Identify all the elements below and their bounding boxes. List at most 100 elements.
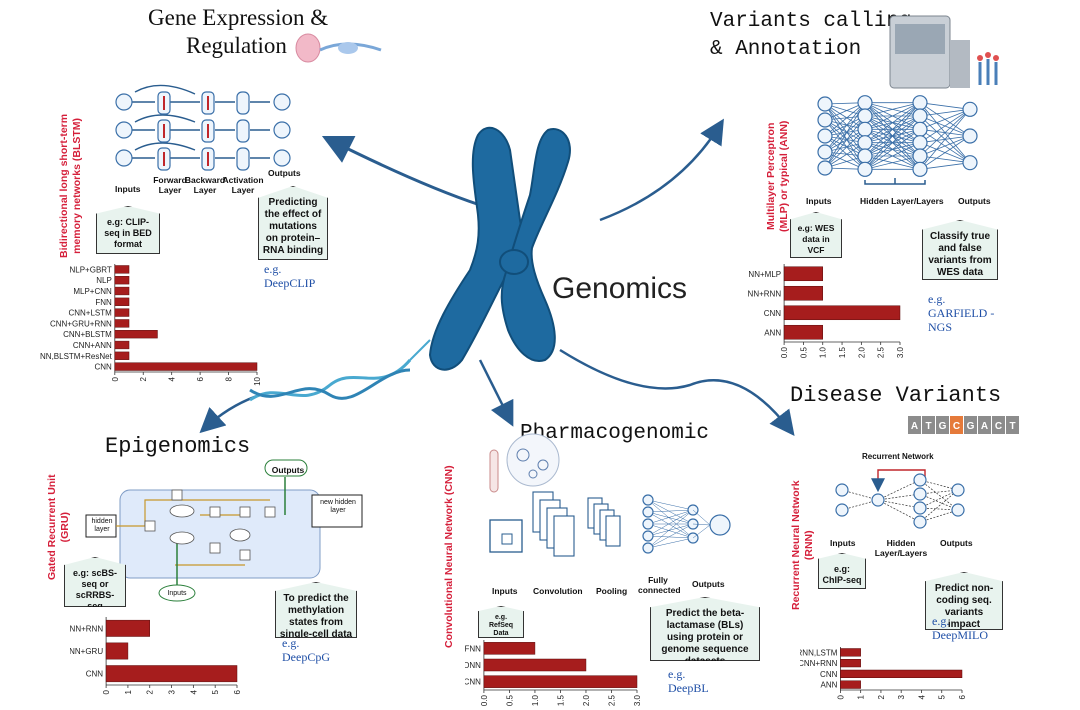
chart-tick-label: 1 <box>857 694 866 699</box>
chart-category-label: CNN <box>94 363 112 372</box>
pharma-example: e.g. DeepBL <box>668 667 709 695</box>
cnn-connection <box>647 509 694 525</box>
gene-task-box: Predicting the effect of mutations on pr… <box>258 186 328 260</box>
mlp-connection <box>864 102 921 157</box>
chart-bar <box>114 319 130 328</box>
gene-example-tool: DeepCLIP <box>264 276 316 290</box>
sequence-letter: G <box>967 421 975 432</box>
rna-protein-illustration <box>295 33 382 63</box>
rnn-connection <box>841 489 879 501</box>
rnn-node <box>951 483 965 497</box>
mlp-node <box>817 112 833 128</box>
chart-tick-label: 2.5 <box>607 694 616 706</box>
gene-model-line2: memory networks (BLSTM) <box>71 117 83 254</box>
chart-bar <box>840 680 861 689</box>
chart-bar <box>114 265 130 274</box>
sequence-block <box>908 416 921 434</box>
sequence-letter: A <box>911 421 918 432</box>
rnn-node <box>835 483 849 497</box>
chart-category-label: CNN+LSTM <box>68 309 112 318</box>
epi-label-hidden: hidden layer <box>91 518 113 533</box>
mlp-node <box>912 161 928 177</box>
mlp-connection <box>824 135 866 170</box>
gene-label-inputs: Inputs <box>115 184 141 194</box>
gene-example-eg: e.g. <box>264 262 282 276</box>
variants-label-hidden: Hidden Layer/Layers <box>860 196 944 206</box>
disease-example-tool: DeepMILO <box>932 628 988 642</box>
chart-bar <box>114 351 130 360</box>
mlp-connection <box>864 142 921 170</box>
gene-data-box: e.g: CLIP-seq in BED format <box>96 206 160 254</box>
chart-category-label: CNN+GRU+RNN <box>50 319 112 328</box>
rnn-connection <box>919 489 959 523</box>
chart-category-label: CNN <box>820 670 838 679</box>
variants-title-line1: Variants calling <box>710 10 912 33</box>
mlp-connection <box>824 115 866 153</box>
mlp-connection <box>824 115 866 169</box>
gene-label-backward: Backward Layer <box>184 175 226 195</box>
cnn-connection <box>647 535 694 539</box>
sequence-block <box>964 416 977 434</box>
pharma-task-box: Predict the beta-lactamase (BLs) using p… <box>650 597 760 661</box>
chart-bar <box>783 324 823 340</box>
mlp-connection <box>919 155 971 164</box>
chart-tick-label: 1.5 <box>556 694 565 706</box>
chart-bar <box>783 285 823 301</box>
variants-model-line2: (MLP) or typical (ANN) <box>778 120 790 232</box>
chart-bar <box>483 642 536 655</box>
gene-model-label: Bidirectional long short-term memory net… <box>58 114 84 258</box>
pharma-title: Pharmacogenomic <box>520 422 710 445</box>
sequence-letter: C <box>995 421 1002 432</box>
cnn-connection <box>647 499 694 525</box>
mlp-node <box>912 135 928 151</box>
epi-label-new-hidden: new hidden layer <box>320 499 356 514</box>
variants-model-label: Multilayer Perceptron (MLP) or typical (… <box>765 121 791 232</box>
pharma-label-pooling: Pooling <box>596 586 628 596</box>
chart-bar <box>783 305 901 321</box>
cnn-connection <box>647 523 694 549</box>
epi-example-tool: DeepCpG <box>282 650 330 664</box>
sequence-letter: A <box>981 421 988 432</box>
gene-title-line2: Regulation <box>186 33 287 58</box>
rnn-node <box>913 515 927 529</box>
chart-category-label: RNN,LSTM <box>800 648 838 657</box>
mlp-node <box>857 135 873 151</box>
chart-bar <box>114 340 130 350</box>
disease-label-recurrent: Recurrent Network <box>862 452 934 461</box>
chart-tick-label: 3 <box>897 694 906 699</box>
chart-tick-label: 5 <box>211 689 220 694</box>
sequencer-illustration <box>889 15 999 89</box>
chart-tick-label: 3.0 <box>896 346 905 358</box>
cnn-connection <box>647 509 694 513</box>
chart-category-label: NLP <box>96 276 112 285</box>
cnn-connection <box>692 524 711 539</box>
epi-label-outputs: Outputs <box>271 465 305 475</box>
mlp-node <box>817 160 833 176</box>
mlp-connection <box>824 102 866 137</box>
cnn-connection <box>647 523 694 537</box>
rnn-connection <box>841 499 879 511</box>
chart-tick-label: 3 <box>168 689 177 694</box>
pharma-model-label: Convolutional Neural Network (CNN) <box>443 465 455 648</box>
variants-model-line1: Multilayer Perceptron <box>765 122 777 230</box>
mlp-node <box>962 128 978 144</box>
sequence-block <box>936 416 949 434</box>
chart-tick-label: 0.0 <box>780 346 789 358</box>
chart-tick-label: 6 <box>233 689 242 694</box>
chart-tick-label: 2.0 <box>857 346 866 358</box>
disease-model-line2: (RNN) <box>803 530 815 561</box>
gene-title-line1: Gene Expression & <box>148 5 329 30</box>
pharma-example-tool: DeepBL <box>668 681 709 695</box>
chart-bar <box>840 659 861 668</box>
chart-category-label: DNN <box>465 661 481 670</box>
chart-tick-label: 0 <box>836 694 845 699</box>
chart-tick-label: 10 <box>253 376 262 385</box>
pharma-example-eg: e.g. <box>668 667 686 681</box>
epi-task-box: To predict the methylation states from s… <box>275 582 357 638</box>
dna-helix-illustration <box>249 339 431 402</box>
cnn-node <box>642 542 654 554</box>
chart-category-label: CNN <box>86 670 104 679</box>
rnn-connection <box>877 493 921 501</box>
